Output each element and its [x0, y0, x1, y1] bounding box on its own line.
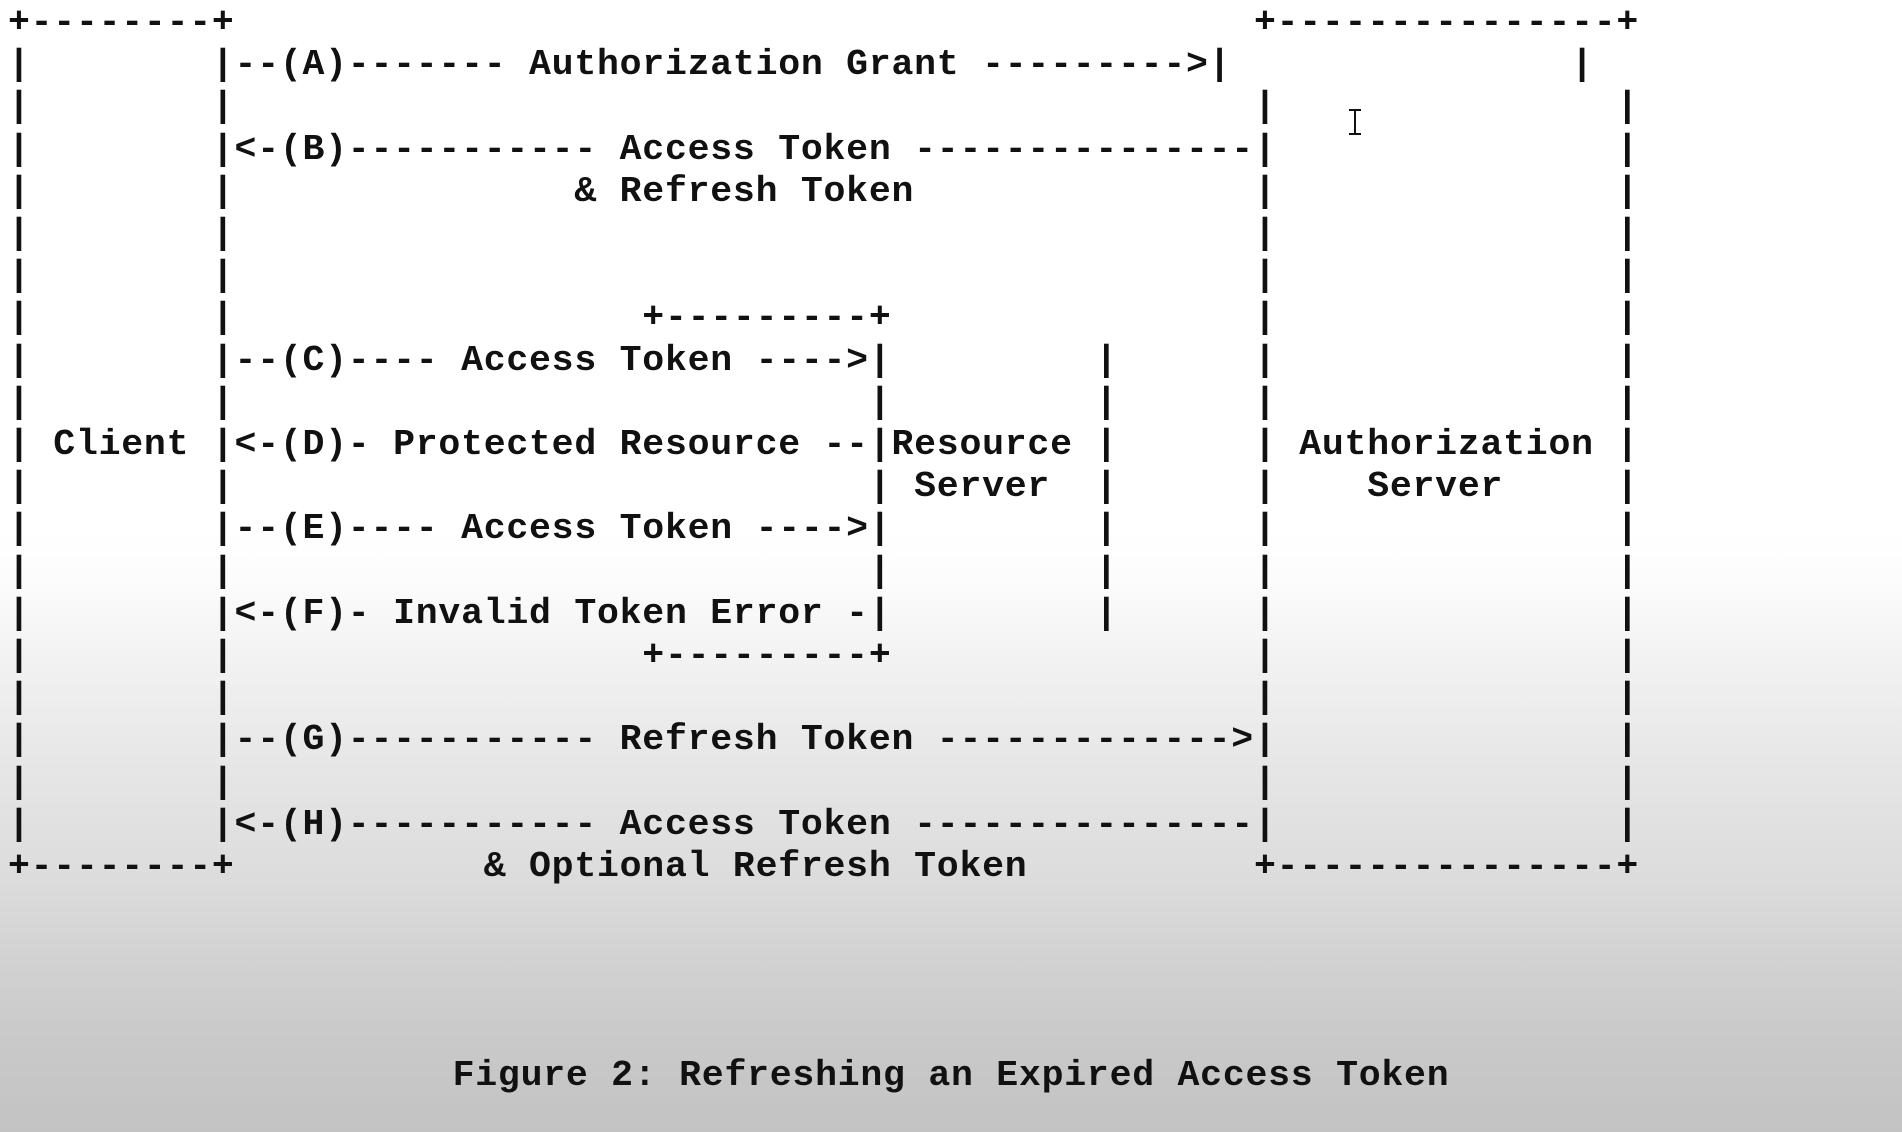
ascii-art-diagram[interactable]: +--------+ +---------------+ | |--(A)---… [8, 2, 1640, 888]
figure-caption: Figure 2: Refreshing an Expired Access T… [452, 1055, 1450, 1096]
